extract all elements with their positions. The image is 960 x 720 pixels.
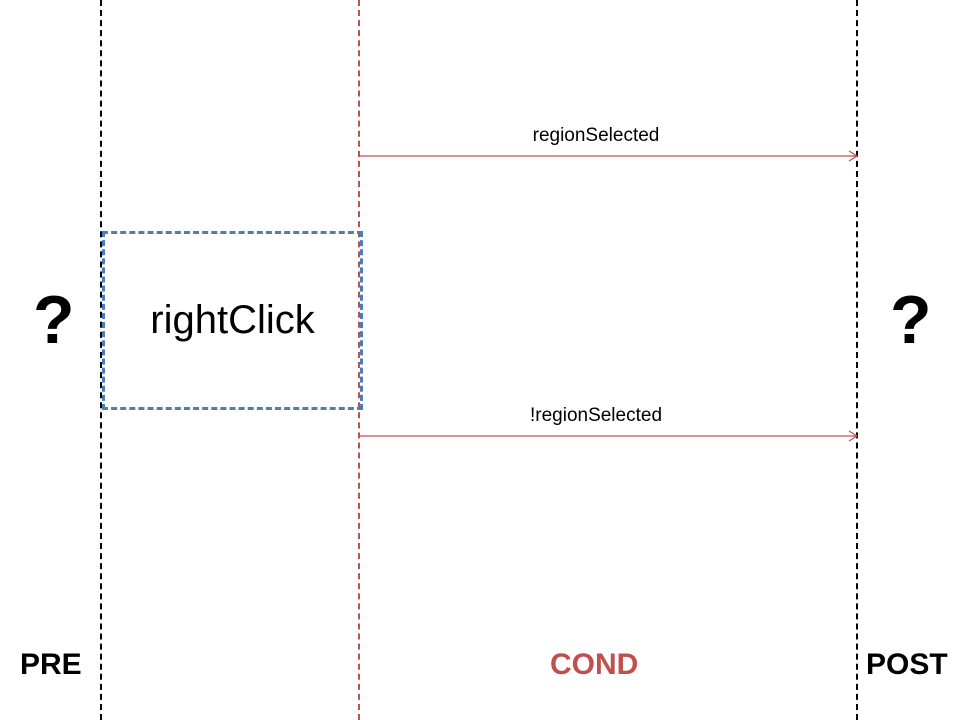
- action-label: rightClick: [150, 298, 315, 342]
- arrow-region-selected: [359, 150, 859, 162]
- edge-label-not-region-selected: !regionSelected: [529, 405, 663, 426]
- pre-placeholder: ?: [33, 282, 75, 358]
- section-label-post: POST: [866, 648, 948, 681]
- pre-left-boundary: [100, 0, 102, 720]
- section-label-cond: COND: [550, 648, 639, 681]
- post-placeholder: ?: [890, 282, 932, 358]
- cond-left-boundary: [358, 0, 360, 720]
- edge-label-region-selected: regionSelected: [532, 125, 660, 146]
- post-left-boundary: [856, 0, 858, 720]
- arrow-not-region-selected: [359, 430, 859, 442]
- section-label-pre: PRE: [20, 648, 82, 681]
- action-box: rightClick: [102, 231, 363, 410]
